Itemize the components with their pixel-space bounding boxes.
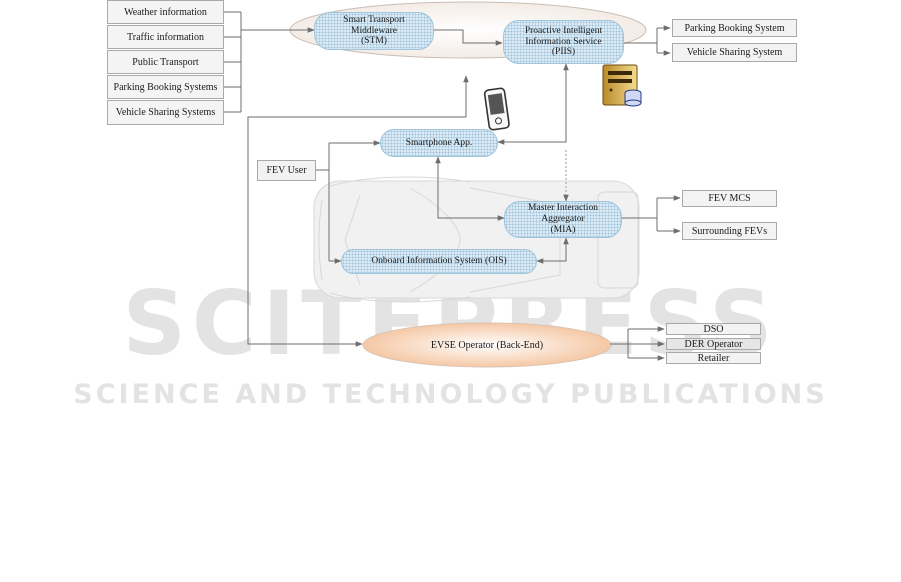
output-dso: DSO <box>666 323 761 335</box>
output-fev-mcs: FEV MCS <box>682 190 777 207</box>
node-smartphone-app: Smartphone App. <box>380 129 498 157</box>
output-surrounding-fevs: Surrounding FEVs <box>682 222 777 240</box>
output-der-operator: DER Operator <box>666 338 761 350</box>
source-connectors <box>224 11 315 113</box>
source-traffic-information: Traffic information <box>107 25 224 49</box>
output-vehicle-sharing-system: Vehicle Sharing System <box>672 43 797 62</box>
output-retailer: Retailer <box>666 352 761 364</box>
source-parking-booking-systems: Parking Booking Systems <box>107 75 224 99</box>
node-ois: Onboard Information System (OIS) <box>341 249 537 274</box>
node-stm: Smart Transport Middleware (STM) <box>314 12 434 50</box>
output-parking-booking-system: Parking Booking System <box>672 19 797 37</box>
smartphone-icon <box>483 87 510 131</box>
node-piis: Proactive Intelligent Information Servic… <box>503 20 624 64</box>
server-icon <box>602 64 642 107</box>
node-fev-user: FEV User <box>257 160 316 181</box>
car-outline-icon <box>313 176 640 303</box>
source-weather-information: Weather information <box>107 0 224 24</box>
source-vehicle-sharing-systems: Vehicle Sharing Systems <box>107 100 224 125</box>
node-mia: Master Interaction Aggregator (MIA) <box>504 201 622 238</box>
node-evse-operator: EVSE Operator (Back-End) <box>430 339 544 351</box>
source-public-transport: Public Transport <box>107 50 224 74</box>
